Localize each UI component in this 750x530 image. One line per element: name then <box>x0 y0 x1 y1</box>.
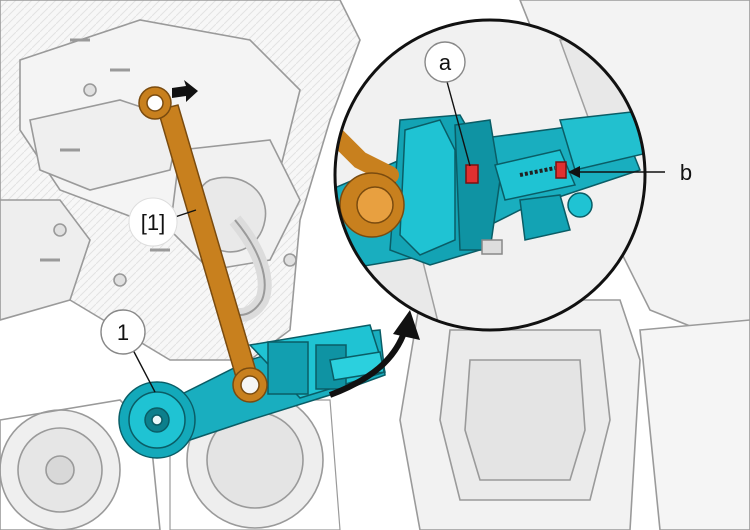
label-part-1: 1 <box>100 309 146 355</box>
label-b-text: b <box>680 160 692 185</box>
label-a-text: a <box>439 50 452 75</box>
arrowhead-b <box>568 166 580 178</box>
label-b: b <box>680 160 692 185</box>
wrench-tool <box>138 86 268 403</box>
marker-b <box>555 161 567 179</box>
curved-arrow-icon <box>328 310 420 398</box>
label-a: a <box>424 41 466 83</box>
black-arrow-right-icon <box>172 80 198 102</box>
leader-a <box>445 77 471 167</box>
zoom-detail <box>333 18 647 332</box>
label-tool: [1] <box>128 197 178 247</box>
label-tool-text: [1] <box>141 210 165 235</box>
marker-a <box>465 164 479 184</box>
label-part-1-text: 1 <box>117 320 129 345</box>
leader-part-1 <box>131 347 156 393</box>
tensioner-pulley <box>118 381 196 459</box>
